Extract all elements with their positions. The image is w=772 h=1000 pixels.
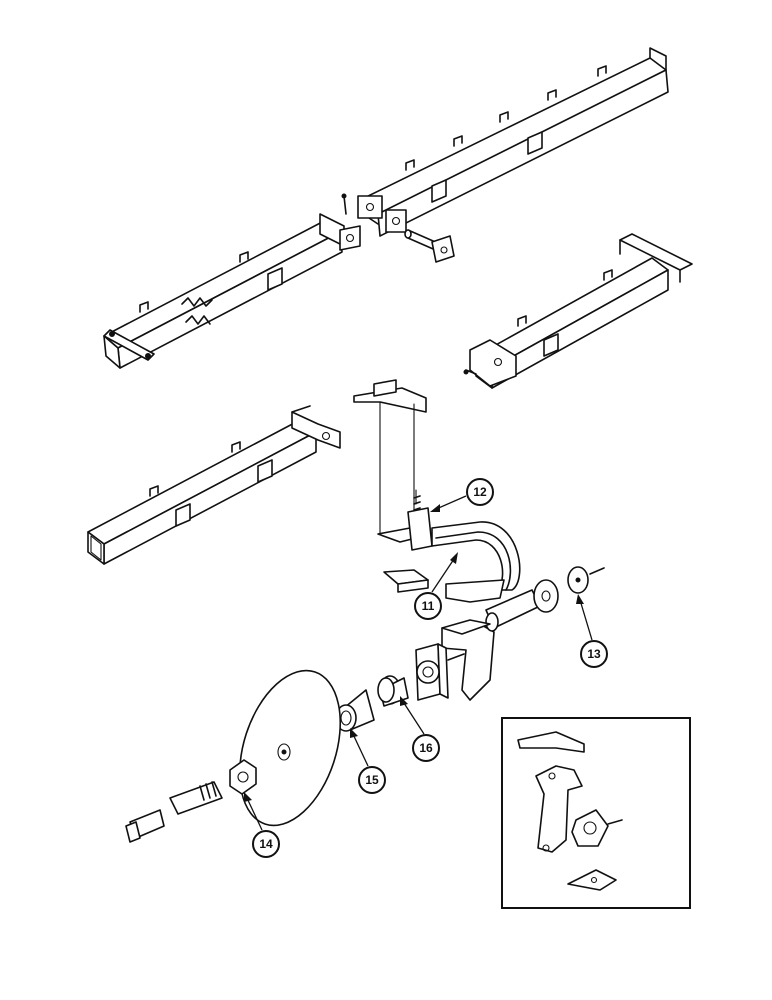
- callout-15: 15: [350, 728, 386, 794]
- disc-blade: [238, 669, 342, 827]
- callout-11: 11: [414, 552, 458, 620]
- callout-14: 14: [244, 792, 280, 858]
- callout-label-16: 16: [419, 741, 433, 755]
- callout-16: 16: [400, 696, 440, 762]
- mounting-bracket: [353, 379, 433, 551]
- callout-label-13: 13: [587, 647, 601, 661]
- callout-label-12: 12: [473, 485, 487, 499]
- hitch-pin: [404, 229, 455, 263]
- callout-13: 13: [576, 594, 608, 668]
- bearing-arm: [441, 589, 541, 701]
- inset-detail: [501, 717, 691, 909]
- frame-tube-right: [463, 233, 693, 389]
- frame-tube-upper: [103, 47, 669, 369]
- bearing-housing: [415, 643, 465, 701]
- washers: [533, 566, 605, 613]
- callout-label-15: 15: [365, 773, 379, 787]
- callout-label-14: 14: [259, 837, 273, 851]
- callout-12: 12: [430, 478, 494, 512]
- bearing-cone: [335, 689, 375, 732]
- frame-tube-left: [87, 405, 341, 565]
- callout-label-11: 11: [422, 599, 435, 613]
- hub-nut: [229, 759, 257, 795]
- spring-shank: [383, 521, 521, 603]
- axle-bolt: [125, 781, 223, 843]
